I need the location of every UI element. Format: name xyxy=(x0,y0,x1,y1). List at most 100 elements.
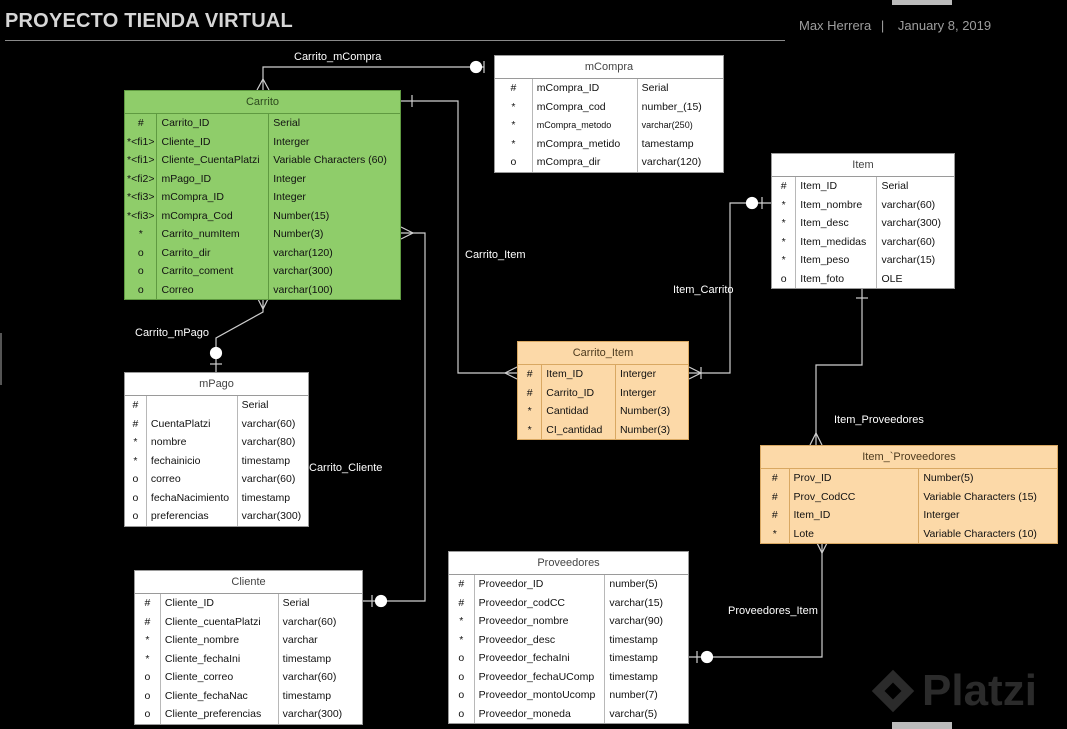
attribute-name: Proveedor_nombre xyxy=(474,612,606,631)
entity-header: Carrito xyxy=(125,91,400,114)
attribute-name: Carrito_coment xyxy=(156,262,270,281)
attribute-type: varchar(300) xyxy=(282,708,343,721)
bottom-scroll-tab[interactable] xyxy=(892,722,952,729)
attribute-key: # xyxy=(135,594,161,613)
attribute-name: Lote xyxy=(789,524,920,543)
attribute-name: Cliente_correo xyxy=(160,668,279,687)
entity-header: mCompra xyxy=(495,56,723,79)
attribute-name: Carrito_dir xyxy=(156,243,270,262)
entity-header: Carrito_Item xyxy=(518,342,688,365)
attribute-key: # xyxy=(125,414,147,433)
optional-circle-cliente xyxy=(374,594,388,608)
attribute-name: Cliente_fechaIni xyxy=(160,649,279,668)
attribute-type: OLE xyxy=(881,272,903,285)
entity-header: Cliente xyxy=(135,571,362,594)
attribute-key: * xyxy=(449,630,475,649)
top-scroll-tab[interactable] xyxy=(892,0,952,5)
relation-label-item-carrito: Item_Carrito xyxy=(673,284,734,296)
attribute-key: # xyxy=(772,177,797,196)
attribute-name: Item_nombre xyxy=(795,195,878,214)
attribute-name: Proveedor_moneda xyxy=(474,704,606,723)
attribute-row[interactable]: #Serial xyxy=(125,396,308,415)
entity-header: Proveedores xyxy=(449,552,688,575)
attribute-type: varchar(60) xyxy=(881,235,936,248)
attribute-type: varchar(300) xyxy=(273,265,333,278)
attribute-name: mCompra_metido xyxy=(532,134,638,153)
attribute-key: # xyxy=(495,79,533,98)
attribute-name: Proveedor_ID xyxy=(474,575,606,594)
attribute-type: Number(5) xyxy=(923,472,974,485)
attribute-type: Number(3) xyxy=(619,423,671,436)
attribute-name: mCompra_dir xyxy=(532,153,638,172)
left-edge-handle[interactable] xyxy=(0,333,2,385)
attribute-name: Proveedor_fechaUComp xyxy=(474,667,606,686)
crowfoot-itemprov-top xyxy=(809,431,823,446)
attribute-type: Serial xyxy=(273,117,301,130)
attribute-type: Serial xyxy=(881,180,909,193)
attribute-name: Cliente_fechaNac xyxy=(160,686,279,705)
attribute-key: # xyxy=(125,396,147,415)
attribute-key: *<fi3> xyxy=(125,206,158,225)
relation-label-carrito-item: Carrito_Item xyxy=(465,249,526,261)
